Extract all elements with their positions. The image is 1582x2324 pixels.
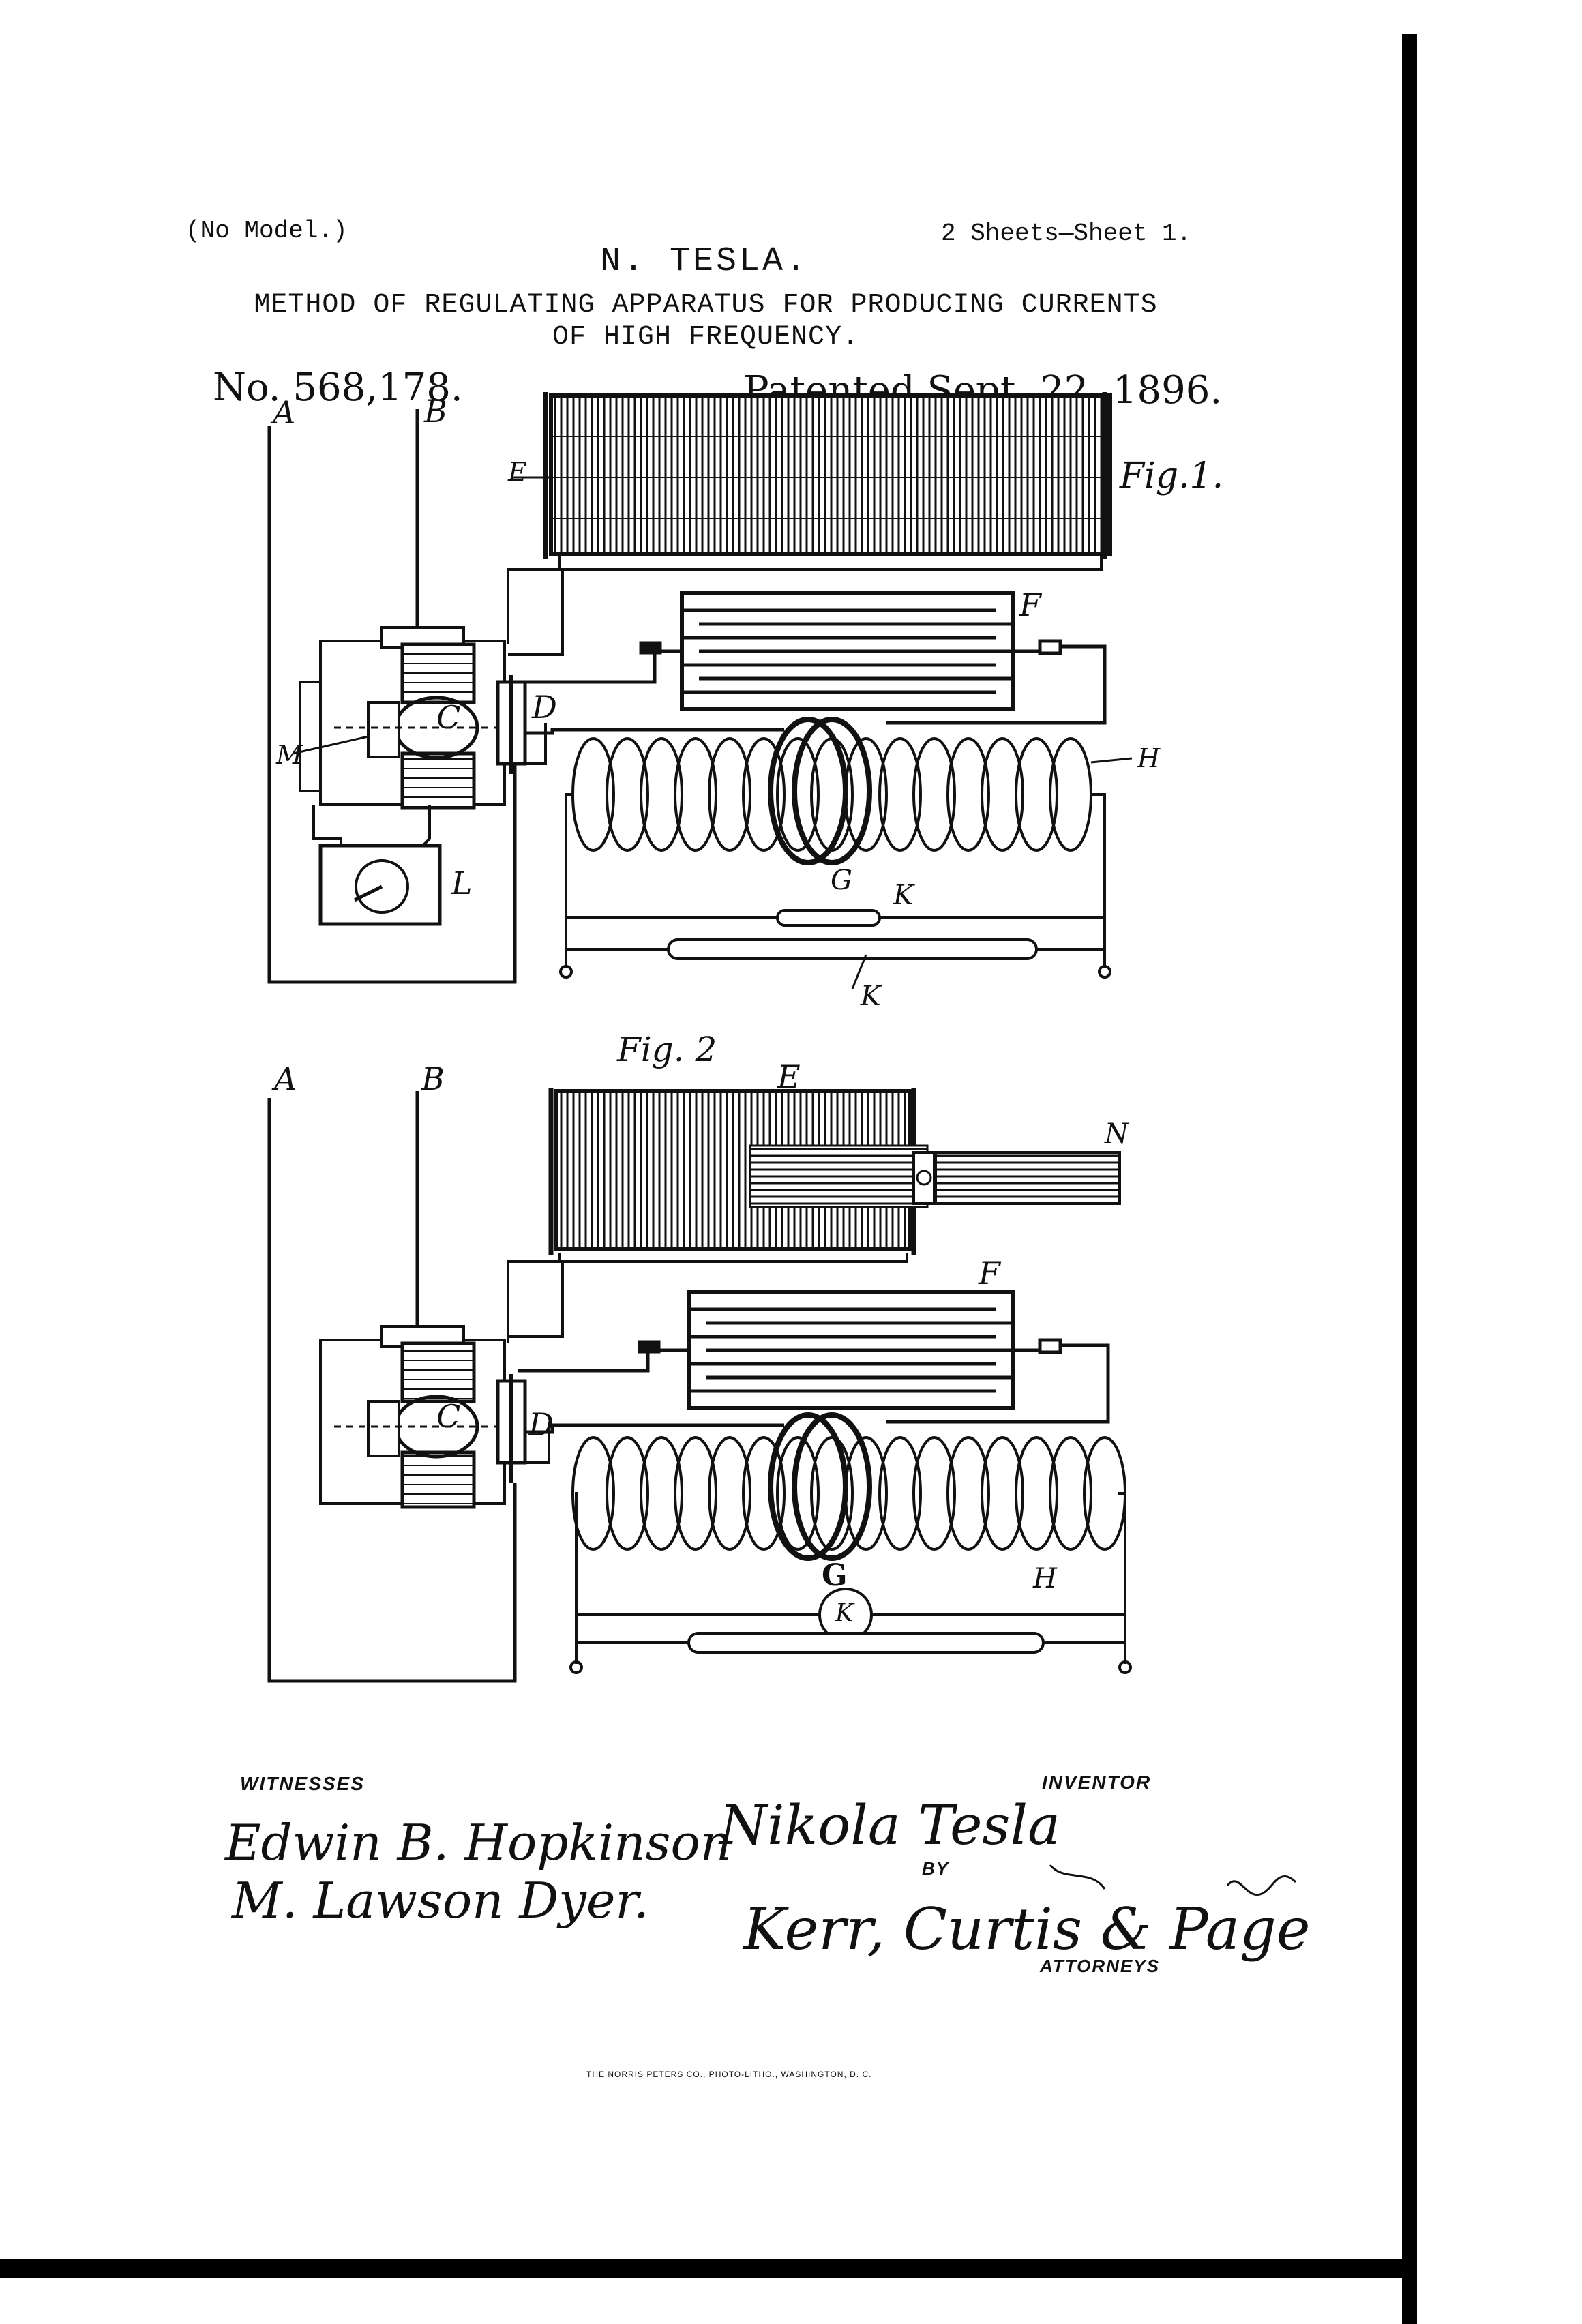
fig1-title: Fig.1. — [1120, 456, 1224, 496]
fig1-label-g: G — [831, 865, 852, 896]
fig2-label-g: G — [822, 1558, 848, 1593]
fig2-label-a: A — [274, 1060, 297, 1097]
fig1-lamp-k1 — [776, 909, 881, 927]
attorneys-signature: Kerr, Curtis & Page — [743, 1896, 1311, 1963]
fig1-label-h: H — [1137, 743, 1161, 773]
fig1-label-d: D — [532, 689, 557, 726]
by-label: BY — [922, 1858, 950, 1879]
fig1-controller-l — [318, 844, 442, 926]
witnesses-label: WITNESSES — [240, 1773, 365, 1794]
fig1-loop-g — [768, 717, 872, 865]
fig2-label-h: H — [1033, 1563, 1057, 1594]
printer-credit: THE NORRIS PETERS CO., PHOTO-LITHO., WAS… — [586, 2070, 872, 2079]
fig1-label-l: L — [451, 865, 473, 902]
fig1-label-f: F — [1019, 586, 1041, 623]
fig2-coil-h — [571, 1436, 1126, 1551]
fig2-label-e: E — [777, 1058, 801, 1095]
inventor-signature: Nikola Tesla — [719, 1793, 1060, 1857]
fig1-label-e: E — [508, 457, 527, 487]
sheets-label: 2 Sheets—Sheet 1. — [941, 220, 1192, 248]
title-line-2: OF HIGH FREQUENCY. — [552, 322, 860, 353]
fig1-diagram — [267, 392, 1133, 989]
fig1-label-a: A — [273, 394, 296, 431]
fig1-label-m: M — [276, 740, 303, 770]
inventor-heading: N. TESLA. — [600, 242, 809, 281]
fig2-label-n: N — [1105, 1118, 1129, 1150]
fig1-coil-e — [549, 393, 1112, 556]
fig2-label-b: B — [421, 1060, 445, 1097]
bottom-edge-bar — [0, 2259, 1417, 2278]
fig2-label-c: C — [436, 1398, 461, 1435]
fig1-label-k2: K — [861, 981, 881, 1012]
fig1-coil-h — [571, 737, 1092, 852]
fig2-lamp-bar — [687, 1632, 1045, 1654]
no-model-label: (No Model.) — [185, 217, 348, 245]
right-edge-bar — [1402, 34, 1417, 2324]
fig2-loop-g — [768, 1412, 872, 1561]
fig1-label-c: C — [436, 699, 461, 736]
fig2-label-f: F — [979, 1255, 1000, 1292]
fig2-diagram — [267, 1088, 1132, 1683]
fig1-label-k1: K — [893, 880, 914, 911]
fig2-label-d: D — [528, 1406, 554, 1443]
patent-number: No. 568,178. — [213, 366, 463, 410]
inventor-label: INVENTOR — [1042, 1772, 1152, 1793]
fig2-core-n — [749, 1144, 929, 1208]
fig2-label-k: K — [835, 1599, 854, 1627]
fig2-title: Fig. 2 — [617, 1030, 717, 1069]
title-line-1: METHOD OF REGULATING APPARATUS FOR PRODU… — [254, 290, 1158, 321]
fig1-label-b: B — [424, 393, 447, 430]
signature-strokes — [1049, 1864, 1297, 1896]
witness-2-signature: M. Lawson Dyer. — [232, 1872, 649, 1929]
witness-1-signature: Edwin B. Hopkinson — [225, 1814, 732, 1871]
attorneys-label: ATTORNEYS — [1040, 1956, 1160, 1976]
fig1-lamp-k2 — [667, 938, 1038, 960]
